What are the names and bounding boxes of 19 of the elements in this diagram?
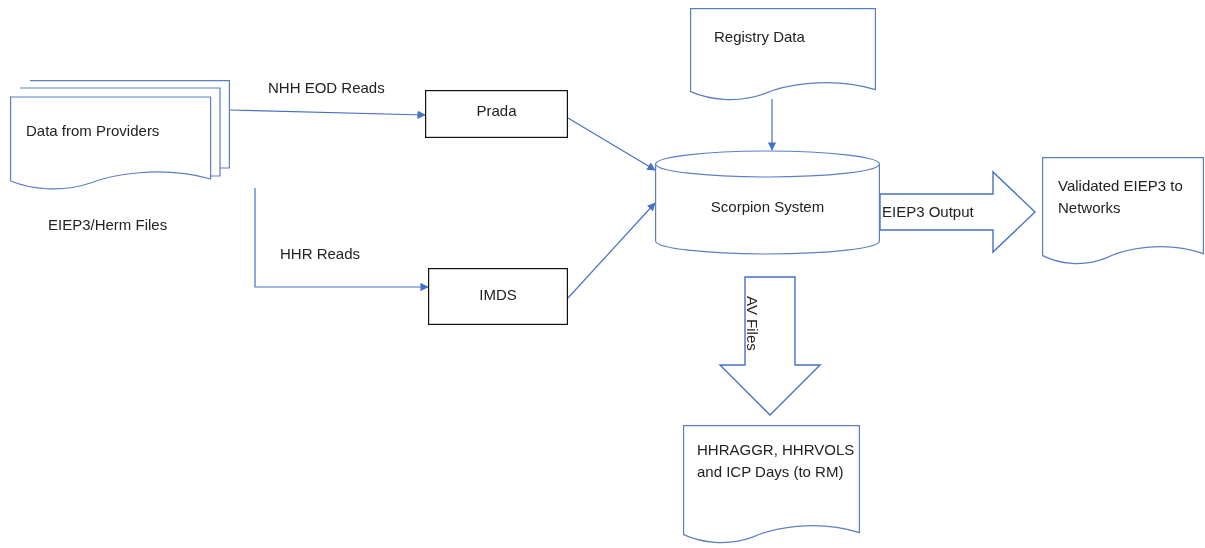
node-label: Data from Providers <box>26 121 161 141</box>
edge-label: EIEP3 Output <box>882 203 974 220</box>
arrow <box>767 98 777 151</box>
edge-label: AV Files <box>744 296 761 351</box>
node-label: Scorpion System <box>709 197 826 217</box>
arrow <box>567 117 656 171</box>
block-arrow <box>879 170 1036 254</box>
arrow <box>567 202 656 299</box>
edge-label: NHH EOD Reads <box>268 79 385 96</box>
node-label: Registry Data <box>714 27 806 47</box>
node-label: Validated EIEP3 to Networks <box>1058 176 1184 218</box>
arrow <box>254 187 429 292</box>
node-label: HHRAGGR, HHRVOLS and ICP Days (to RM) <box>697 440 856 482</box>
node-label: Prada <box>475 101 518 121</box>
caption-text: EIEP3/Herm Files <box>48 215 168 235</box>
edge-label: HHR Reads <box>280 245 361 262</box>
block-arrow <box>718 276 822 416</box>
arrow <box>229 109 426 119</box>
node-label: IMDS <box>478 285 518 305</box>
